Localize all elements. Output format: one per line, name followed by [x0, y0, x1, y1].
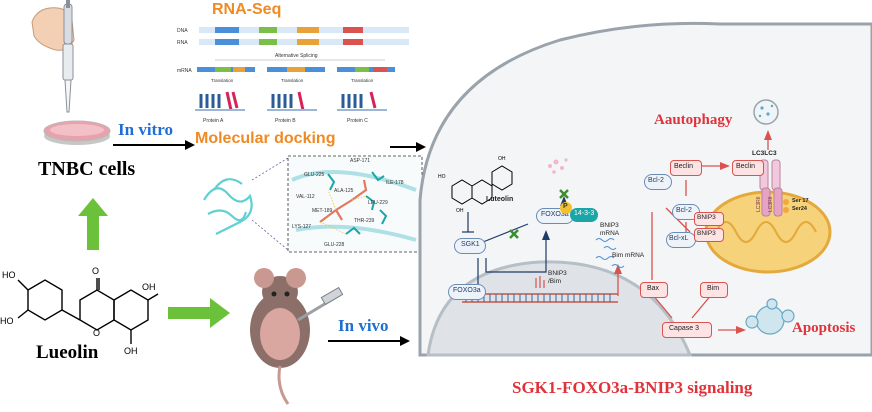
- svg-text:OH: OH: [456, 208, 464, 214]
- beclin-label-1: Beclin: [674, 163, 694, 170]
- protein-c-label: Protein C: [347, 118, 368, 124]
- bclxl-node: Bcl-xL: [666, 232, 696, 248]
- alt-splicing-label: Alternative Splicing: [275, 53, 318, 59]
- residue-label: ILE-178: [386, 180, 404, 186]
- protein-a-label: Protein A: [203, 118, 224, 124]
- beclin-node-2: Beclin: [732, 160, 764, 176]
- svg-text:HO: HO: [2, 270, 16, 280]
- residue-label: ALA-125: [334, 188, 354, 194]
- docking-illustration: [196, 150, 424, 254]
- beclin-node-1: Beclin: [670, 160, 702, 176]
- lc3r-label-1: LC3RII: [756, 196, 762, 212]
- bim-mrna-label: Bim mRNA: [612, 252, 645, 259]
- bax-node: Bax: [640, 282, 668, 298]
- mouse-illustration: [236, 262, 346, 407]
- residue-label: LYS-127: [292, 224, 312, 230]
- bnip3-node-1: BNIP3: [694, 212, 724, 226]
- sgk1-node: SGK1: [454, 238, 486, 254]
- arrow-to-docking-icon: [113, 138, 195, 150]
- bnip3-label-2: BNIP3: [697, 230, 716, 237]
- residue-label: ASP-171: [350, 158, 371, 164]
- foxo3a-cyto-label: FOXO3a: [541, 211, 569, 218]
- svg-text:HO: HO: [0, 316, 14, 326]
- bcl2-label-2: Bcl-2: [676, 207, 692, 214]
- foxo3a-nuc-node: FOXO3a: [448, 284, 486, 300]
- bcl2-node-1: Bcl-2: [644, 174, 672, 190]
- bnip3-mrna-label: BNIP3 mRNA: [600, 222, 620, 237]
- lc3r-label-2: LC3RII: [768, 196, 774, 212]
- bnip3-bim-label: BNIP3 /Bim: [548, 270, 567, 285]
- ser24-label: Ser24: [792, 206, 807, 212]
- docking-residue-labels: ASP-171 ILE-178 GLU-225 VAL-112 ALA-125 …: [292, 158, 418, 252]
- in-vivo-label: In vivo: [338, 316, 389, 335]
- mrna-label: mRNA: [177, 68, 192, 74]
- rna-seq-schematic: DNA RNA Alternative Splicing mRNA Transl…: [175, 22, 420, 126]
- green-up-arrow-icon: [78, 198, 108, 250]
- translation-label-1: Translation: [211, 78, 234, 83]
- autophagy-label: Aautophagy: [654, 112, 733, 128]
- foxo3a-nuc-label: FOXO3a: [453, 287, 481, 294]
- residue-label: VAL-112: [296, 194, 315, 200]
- compound-name-label: Lueolin: [36, 342, 99, 363]
- green-right-arrow-icon: [168, 298, 230, 328]
- p1433-label: 14-3-3: [574, 210, 595, 217]
- bim-label: Bim: [707, 285, 720, 292]
- molecular-docking-title: Molecular docking: [195, 130, 336, 147]
- svg-text:OH: OH: [142, 282, 156, 292]
- bax-label: Bax: [647, 285, 660, 292]
- residue-label: MET-189: [312, 208, 333, 214]
- pathway-title: SGK1-FOXO3a-BNIP3 signaling: [512, 378, 753, 397]
- svg-text:OH: OH: [498, 156, 506, 162]
- in-vitro-label: In vitro: [118, 120, 173, 139]
- apoptosis-label: Apoptosis: [792, 320, 856, 336]
- residue-label: GLU-228: [324, 242, 345, 248]
- residue-label: LEU-229: [368, 200, 388, 206]
- svg-text:O: O: [93, 328, 100, 338]
- translation-label-2: Translation: [281, 78, 304, 83]
- beclin-label-2: Beclin: [736, 163, 756, 170]
- svg-text:O: O: [92, 266, 99, 276]
- translation-label-3: Translation: [351, 78, 374, 83]
- phospho-p-label: P: [563, 203, 568, 210]
- residue-label: GLU-225: [304, 172, 325, 178]
- caspase3-label: Capase 3: [669, 325, 699, 332]
- bnip3-node-2: BNIP3: [694, 228, 724, 242]
- svg-text:OH: OH: [124, 346, 138, 356]
- rna-label: RNA: [177, 40, 188, 46]
- ser17-label: Ser 17: [792, 198, 809, 204]
- svg-text:HO: HO: [438, 174, 446, 180]
- p1433-node: 14-3-3: [570, 208, 598, 222]
- rna-seq-title: RNA-Seq: [212, 1, 282, 18]
- residue-label: THR-239: [354, 218, 375, 224]
- arrow-in-vivo-icon: [328, 334, 410, 346]
- caspase3-node: Capase 3: [662, 322, 712, 338]
- bclxl-label: Bcl-xL: [669, 235, 689, 242]
- sgk1-label: SGK1: [461, 241, 480, 248]
- pipette-hand-illustration: [28, 0, 88, 115]
- dna-label: DNA: [177, 28, 188, 34]
- lc3-label: LC3LC3: [752, 150, 777, 157]
- bcl2-label-1: Bcl-2: [648, 177, 664, 184]
- luteolin-pathway-label: Luteolin: [486, 196, 514, 203]
- bnip3-label-1: BNIP3: [697, 214, 716, 221]
- arrow-docking-to-cell-icon: [390, 140, 426, 152]
- petri-dish-icon: [42, 118, 112, 146]
- luteolin-structure: HO HO O O OH OH: [0, 258, 160, 362]
- tnbc-cells-label: TNBC cells: [38, 158, 136, 180]
- phospho-p-node: P: [560, 202, 572, 214]
- protein-b-label: Protein B: [275, 118, 296, 124]
- bim-node: Bim: [700, 282, 728, 298]
